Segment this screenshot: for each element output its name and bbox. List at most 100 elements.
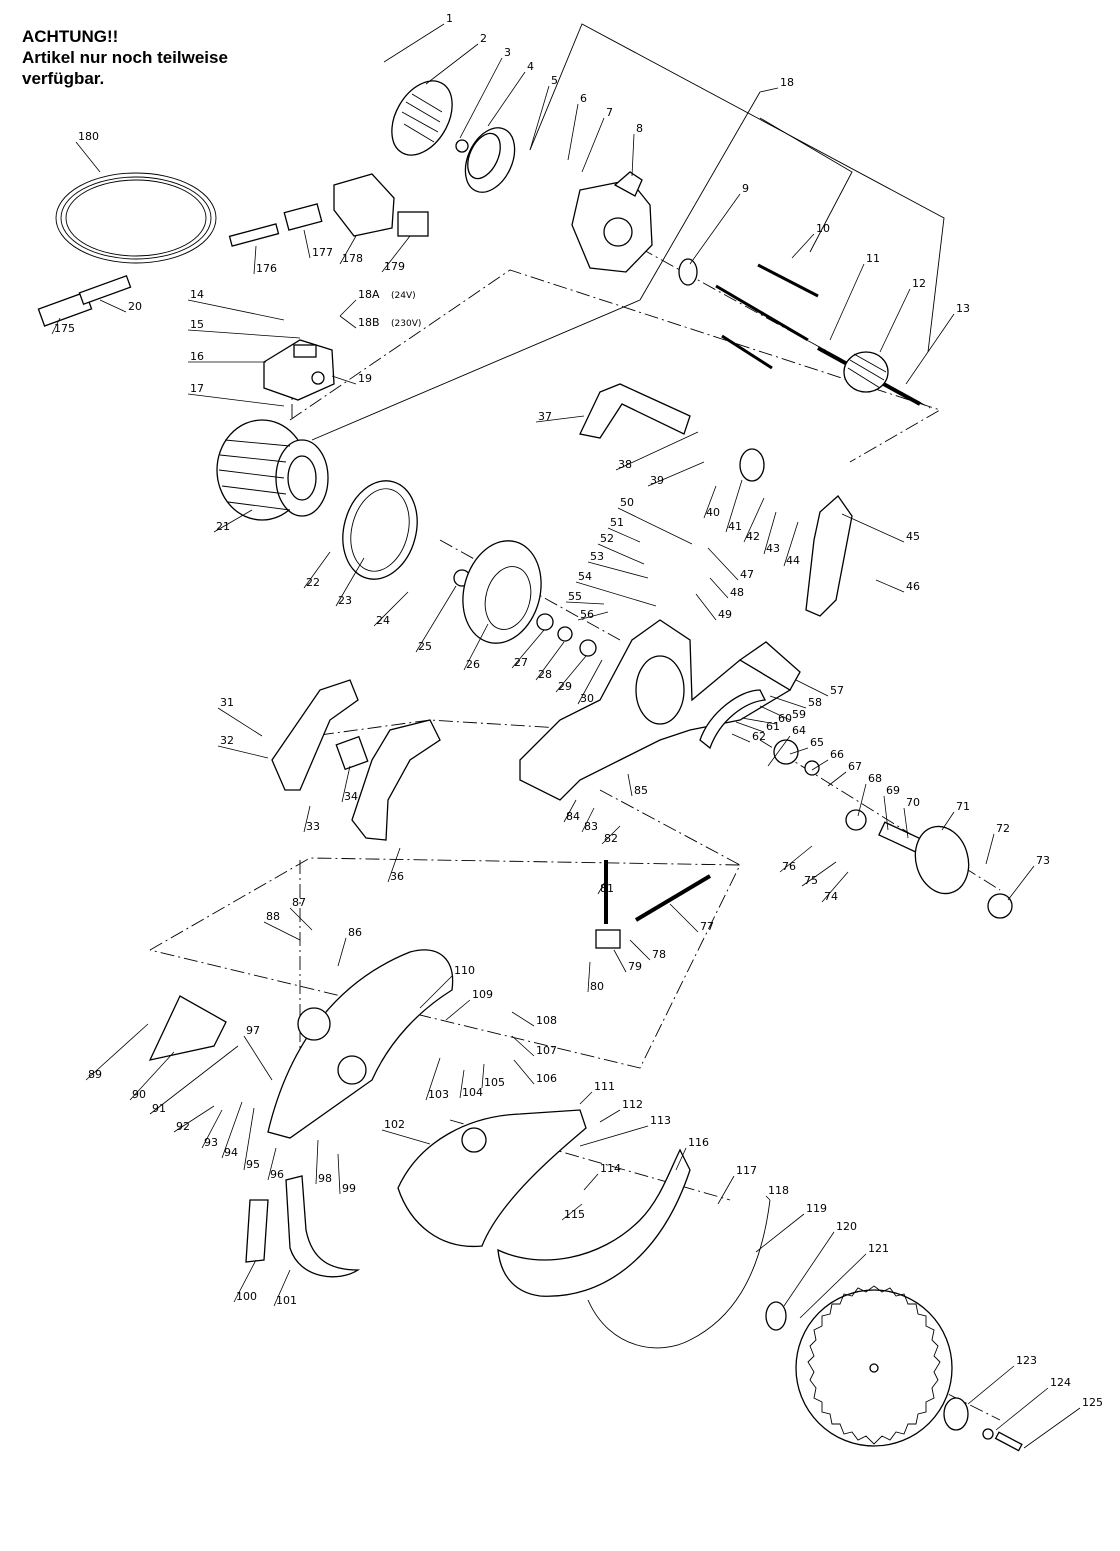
leader-line-102: [381, 1129, 431, 1145]
leader-line-46: [875, 579, 905, 593]
callout-1: 1: [446, 12, 453, 25]
callout-106: 106: [536, 1072, 557, 1085]
callout-98: 98: [318, 1172, 332, 1185]
callout-104: 104: [462, 1086, 483, 1099]
callout-101: 101: [276, 1294, 297, 1307]
leader-line-1: [383, 23, 445, 63]
leader-line-106: [513, 1059, 535, 1085]
knob-73: [987, 893, 1013, 919]
callout-2: 2: [480, 32, 487, 45]
leader-line-37: [535, 415, 585, 423]
callout-58: 58: [808, 696, 822, 709]
leader-line-95: [243, 1107, 255, 1171]
leader-line-12: [879, 288, 911, 353]
gear-65: [773, 739, 799, 765]
callout-64: 64: [792, 724, 806, 737]
cable-gland-19: [311, 371, 325, 385]
switch-179: [397, 211, 429, 237]
callout-91: 91: [152, 1102, 166, 1115]
insert-100: [245, 1199, 269, 1263]
leader-line-28: [535, 641, 565, 681]
leader-line-115: [561, 1203, 583, 1221]
lower-guard-hub: [461, 1127, 487, 1153]
callout-67: 67: [848, 760, 862, 773]
leader-line-177: [303, 229, 311, 259]
leader-line-65: [789, 747, 809, 755]
leader-line-18B: [339, 315, 357, 329]
leader-line-96: [267, 1147, 277, 1181]
air-hose-coil-outer: [55, 172, 217, 264]
leader-line-14: [187, 299, 285, 321]
leader-line-60: [741, 717, 777, 725]
leader-line-66: [811, 759, 829, 771]
leader-line-43: [763, 511, 777, 555]
leader-line-121: [799, 1253, 867, 1319]
callout-43: 43: [766, 542, 780, 555]
leader-line-55: [565, 601, 605, 605]
callout-78: 78: [652, 948, 666, 961]
callout-39: 39: [650, 474, 664, 487]
callout-89: 89: [88, 1068, 102, 1081]
warning-line-3: verfügbar.: [22, 69, 105, 88]
arbor-bolt: [994, 1431, 1023, 1452]
callout-92: 92: [176, 1120, 190, 1133]
leader-line-31: [217, 707, 263, 737]
callout-108: 108: [536, 1014, 557, 1027]
callout-76: 76: [782, 860, 796, 873]
guard-hub: [337, 1055, 367, 1085]
callout-70: 70: [906, 796, 920, 809]
callout-82: 82: [604, 832, 618, 845]
leader-line-113: [579, 1125, 649, 1147]
leader-line-120: [783, 1231, 835, 1307]
callout-176: 176: [256, 262, 277, 275]
callout-93: 93: [204, 1136, 218, 1149]
callout-61: 61: [766, 720, 780, 733]
callout-60: 60: [778, 712, 792, 725]
callout-109: 109: [472, 988, 493, 1001]
leader-line-45: [841, 513, 905, 543]
leader-line-18A: [339, 299, 357, 317]
leader-line-80: [587, 961, 591, 993]
callout-111: 111: [594, 1080, 615, 1093]
leader-line-75: [801, 861, 837, 887]
side-handle-33: [351, 719, 441, 841]
leader-line-61: [735, 721, 765, 733]
leader-line-19: [331, 375, 357, 385]
fan-cover-slots: [401, 93, 443, 143]
leader-line-49: [695, 593, 717, 621]
guard-strip-118: [587, 1199, 771, 1349]
callout-55: 55: [568, 590, 582, 603]
callout-95: 95: [246, 1158, 260, 1171]
callout-112: 112: [622, 1098, 643, 1111]
leader-line-48: [709, 577, 729, 599]
leader-line-27: [511, 629, 545, 669]
leader-line-123: [967, 1365, 1015, 1405]
callout-124: 124: [1050, 1376, 1071, 1389]
callout-45: 45: [906, 530, 920, 543]
leader-line-112: [599, 1109, 621, 1123]
callout-86: 86: [348, 926, 362, 939]
leader-line-33: [303, 805, 311, 833]
switch-box-178: [333, 173, 395, 237]
callout-28: 28: [538, 668, 552, 681]
leader-line-125: [1023, 1407, 1081, 1449]
assembly-outline-arm: [319, 719, 561, 736]
callout-66: 66: [830, 748, 844, 761]
leader-line-178: [339, 235, 357, 265]
leader-line-53: [587, 561, 649, 579]
callout-50: 50: [620, 496, 634, 509]
handle-37: [579, 383, 691, 439]
carbon-brush-rod-3: [721, 334, 773, 370]
callout-87: 87: [292, 896, 306, 909]
leader-line-93: [201, 1109, 223, 1149]
callout-24: 24: [376, 614, 390, 627]
callout-18A: 18A: [358, 288, 380, 301]
callout-105: 105: [484, 1076, 505, 1089]
leader-line-77: [669, 903, 699, 933]
leader-line-41: [725, 479, 743, 533]
callout-65: 65: [810, 736, 824, 749]
leader-line-44: [783, 521, 799, 567]
leader-line-87: [289, 907, 313, 931]
callout-7: 7: [606, 106, 613, 119]
leader-line-97: [243, 1035, 273, 1081]
